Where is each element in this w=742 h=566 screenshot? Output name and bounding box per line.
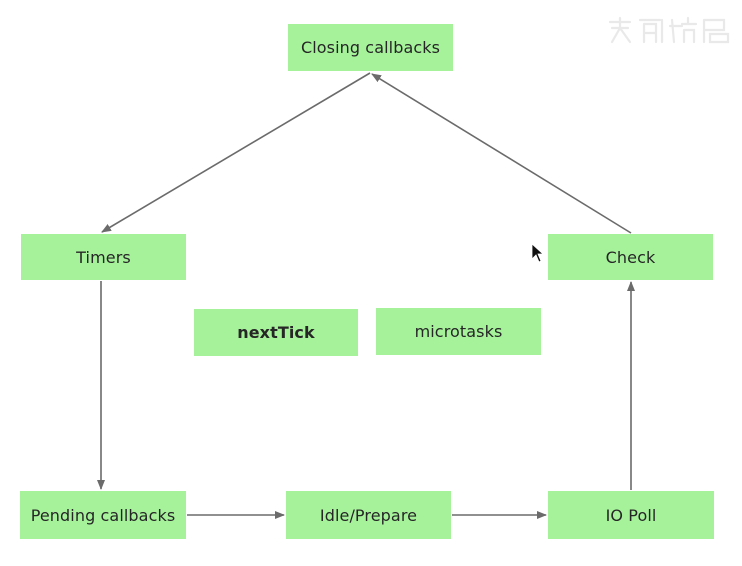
node-check: Check [548, 234, 713, 280]
node-pending-callbacks-label: Pending callbacks [30, 505, 176, 525]
node-microtasks-label: microtasks [414, 322, 503, 341]
edge-closing-to-timers [101, 72, 371, 233]
node-pending-callbacks: Pending callbacks [20, 491, 186, 539]
node-microtasks: microtasks [376, 308, 541, 355]
mouse-pointer-icon [531, 243, 545, 263]
watermark-logo-icon [608, 16, 730, 44]
node-timers-label: Timers [76, 247, 131, 267]
node-io-poll: IO Poll [548, 491, 714, 539]
node-timers: Timers [21, 234, 186, 280]
node-check-label: Check [605, 247, 656, 267]
node-nexttick-label: nextTick [237, 323, 315, 342]
node-closing-callbacks: Closing callbacks [288, 24, 453, 71]
node-idle-prepare: Idle/Prepare [286, 491, 451, 539]
node-idle-prepare-label: Idle/Prepare [319, 505, 418, 525]
node-nexttick: nextTick [194, 309, 358, 356]
node-closing-callbacks-label: Closing callbacks [300, 38, 441, 57]
edge-check-to-closing [371, 73, 632, 234]
node-io-poll-label: IO Poll [605, 505, 657, 525]
